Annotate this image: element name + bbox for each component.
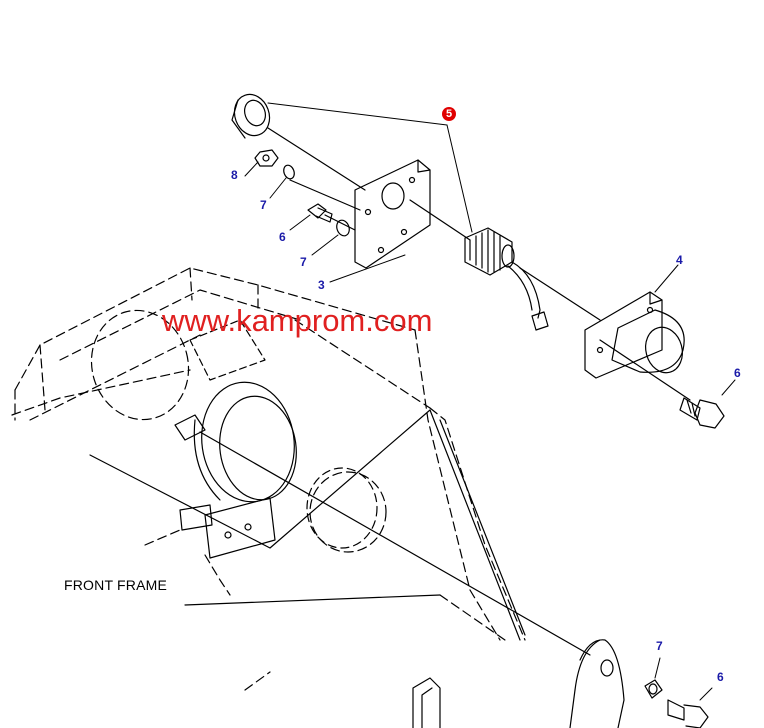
part-4-solenoid — [584, 264, 685, 379]
assembly-axis — [199, 127, 691, 656]
part-5-ring-nut — [231, 93, 271, 139]
part-3-plate — [329, 159, 431, 283]
callout-7-mid: 7 — [300, 255, 307, 269]
callout-7-lower: 7 — [656, 639, 663, 653]
part-6-bolt-right — [679, 379, 736, 429]
part-5-leaders — [267, 102, 473, 233]
callout-8: 8 — [231, 168, 238, 182]
part-5-switch-body — [464, 227, 549, 331]
callout-7-upper: 7 — [260, 198, 267, 212]
callout-4: 4 — [676, 253, 683, 267]
callout-6-lower: 6 — [717, 670, 724, 684]
part-5-badge: 5 — [442, 107, 456, 121]
part-7-washer-upper — [269, 164, 295, 199]
part-7-washer-lower — [644, 657, 663, 699]
front-frame-label: FRONT FRAME — [64, 577, 168, 593]
front-frame-edges — [89, 409, 526, 641]
part-6-bolt-upper — [289, 203, 333, 231]
callout-3: 3 — [318, 278, 325, 292]
front-frame-outline — [11, 267, 526, 691]
part-6-bolt-lower — [667, 687, 713, 728]
lower-channel-bracket — [412, 677, 441, 728]
part-8-nut — [244, 149, 279, 177]
callout-6-upper: 6 — [279, 230, 286, 244]
callout-6-right: 6 — [734, 366, 741, 380]
frame-cylinder — [174, 319, 378, 559]
lower-bracket — [569, 639, 625, 728]
watermark-text: www.kamprom.com — [162, 303, 433, 338]
part-7-washer-mid — [311, 219, 350, 256]
